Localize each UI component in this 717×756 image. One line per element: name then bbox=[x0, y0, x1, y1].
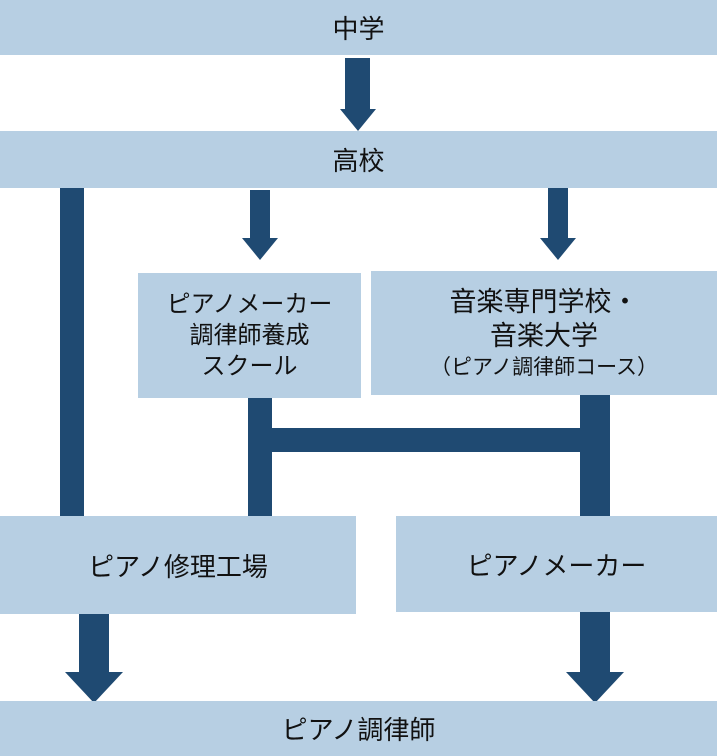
node-piano-tuner-label: ピアノ調律師 bbox=[281, 716, 436, 746]
node-maker-school-line-2: 調律師養成 bbox=[189, 320, 310, 349]
node-piano-tuner: ピアノ調律師 bbox=[0, 701, 717, 756]
node-repair-shop-label: ピアノ修理工場 bbox=[88, 552, 268, 583]
node-music-college-line-1: 音楽専門学校・ bbox=[449, 287, 639, 319]
node-music-college-line-2: 音楽大学 bbox=[490, 320, 598, 352]
node-high-school-label: 高校 bbox=[332, 147, 385, 177]
arrow-high-to-college-shaft bbox=[548, 188, 568, 238]
arrow-repair-to-tuner-head bbox=[65, 672, 123, 703]
node-music-college: 音楽専門学校・ 音楽大学 （ピアノ調律師コース） bbox=[371, 271, 717, 395]
arrow-maker-to-tuner-shaft bbox=[580, 612, 610, 674]
arrow-junior-to-high-shaft bbox=[345, 58, 370, 110]
node-music-college-line-3: （ピアノ調律師コース） bbox=[429, 354, 659, 379]
node-piano-maker: ピアノメーカー bbox=[396, 516, 717, 612]
node-piano-maker-label: ピアノメーカー bbox=[466, 551, 647, 582]
arrow-maker-to-tuner-head bbox=[566, 672, 624, 703]
node-high-school: 高校 bbox=[0, 131, 717, 188]
node-junior-high-label: 中学 bbox=[332, 15, 385, 45]
arrow-high-to-maker-school-head bbox=[242, 238, 278, 260]
node-maker-school-line-1: ピアノメーカー bbox=[166, 289, 333, 318]
node-repair-shop: ピアノ修理工場 bbox=[0, 516, 356, 614]
connector-high-to-repair bbox=[60, 188, 84, 516]
connector-horizontal-link bbox=[272, 428, 580, 452]
connector-college-down bbox=[580, 395, 610, 516]
arrow-high-to-college-head bbox=[540, 238, 576, 260]
node-maker-school: ピアノメーカー 調律師養成 スクール bbox=[138, 273, 361, 398]
arrow-junior-to-high-head bbox=[340, 109, 376, 131]
node-junior-high: 中学 bbox=[0, 0, 717, 55]
arrow-high-to-maker-school-shaft bbox=[250, 190, 270, 238]
arrow-repair-to-tuner-shaft bbox=[79, 614, 109, 674]
connector-maker-school-down bbox=[248, 398, 272, 516]
node-maker-school-line-3: スクール bbox=[201, 352, 298, 381]
